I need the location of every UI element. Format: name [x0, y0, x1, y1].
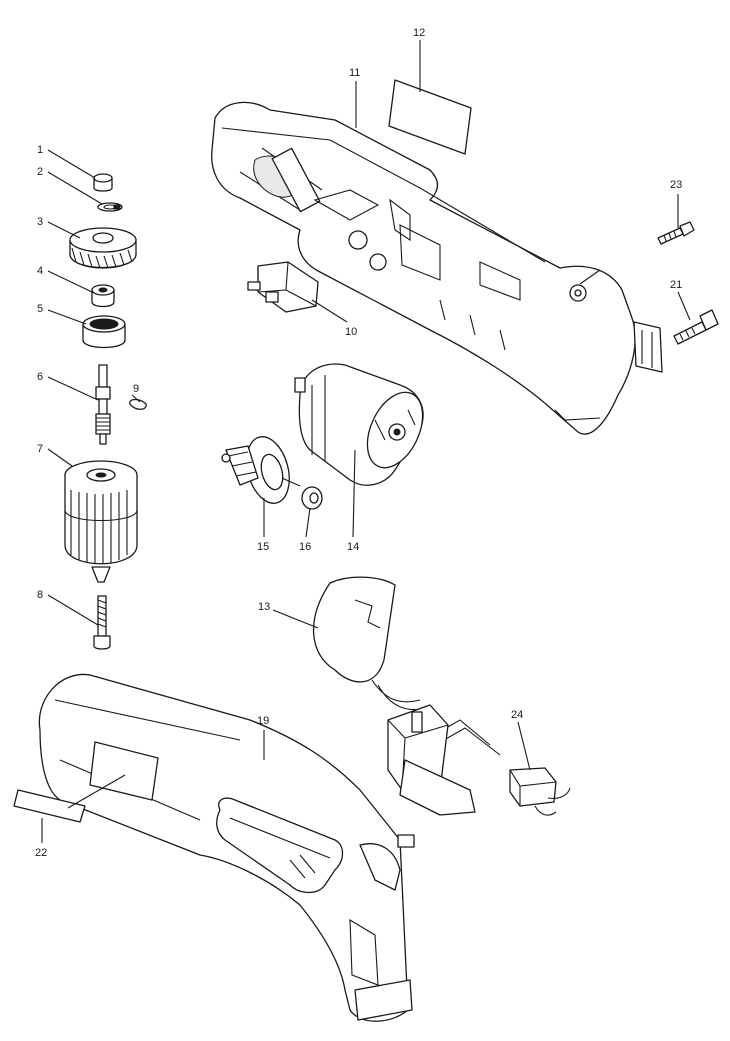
label-2: 2	[37, 166, 43, 178]
label-19: 19	[257, 715, 269, 727]
spacer-part	[93, 173, 113, 192]
motor-part	[294, 363, 424, 486]
label-10: 10	[345, 326, 357, 338]
label-5: 5	[37, 303, 43, 315]
label-23: 23	[670, 179, 682, 191]
label-21: 21	[670, 279, 682, 291]
screw-21-part	[673, 309, 719, 345]
leader-lines	[41, 40, 691, 843]
label-13: 13	[258, 601, 270, 613]
switch-bracket-part	[247, 261, 319, 313]
name-plate-22-part	[13, 789, 86, 823]
label-8: 8	[37, 589, 43, 601]
label-24: 24	[511, 709, 523, 721]
label-22: 22	[35, 847, 47, 859]
spiral-bevel-gear-part	[69, 227, 137, 269]
switch-assembly-part	[312, 576, 501, 816]
screw-8-part	[93, 595, 111, 650]
label-11: 11	[349, 67, 360, 79]
name-plate-part	[388, 79, 472, 155]
label-9: 9	[133, 383, 139, 395]
spindle-part	[95, 364, 111, 445]
label-3: 3	[37, 216, 43, 228]
label-4: 4	[37, 265, 43, 277]
bearing-part	[301, 486, 323, 510]
screw-23-part	[657, 221, 695, 245]
retaining-ring-part	[97, 202, 123, 212]
brush-holder-part	[509, 767, 571, 816]
label-15: 15	[257, 541, 269, 553]
label-6: 6	[37, 371, 43, 383]
armature-part	[221, 436, 301, 504]
housing-set-part	[38, 673, 415, 1022]
drill-chuck-part	[64, 460, 138, 583]
label-16: 16	[299, 541, 311, 553]
part-numbers: 1 2 3 4 5 6 7 8 9 10 11 12 13 14 15 16 1…	[35, 27, 682, 859]
needle-bearing-part	[82, 315, 126, 349]
label-7: 7	[37, 443, 43, 455]
label-1: 1	[37, 144, 43, 156]
woodruff-key-part	[129, 398, 147, 410]
label-14: 14	[347, 541, 359, 553]
ball-bearing-part	[91, 284, 115, 308]
label-12: 12	[413, 27, 425, 39]
housing-part	[211, 101, 663, 435]
